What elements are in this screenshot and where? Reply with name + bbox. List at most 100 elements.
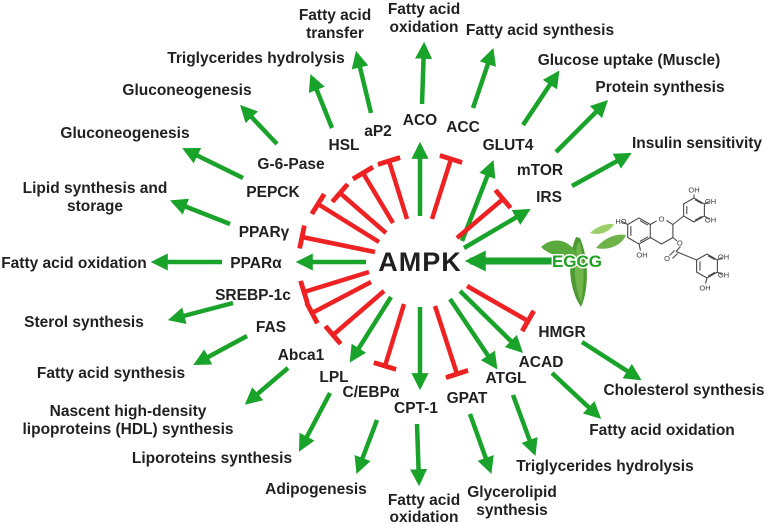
effect-fa-synthesis-top: Fatty acid synthesis [466,22,614,39]
leaf-upper-left [541,240,578,257]
egcg-label: EGCG [552,252,602,271]
effect-tg-hydrolysis-top: Triglycerides hydrolysis [167,50,344,67]
molecule-label-oh-right1: OH [705,197,716,206]
effect-tg-hydrolysis-bottom: Triglycerides hydrolysis [516,458,693,475]
edge-pepck-effect [182,147,244,181]
ampk-spokes [295,141,558,391]
molecule-label-ho: HO [615,217,626,226]
molecule-label-o-ester: O [677,239,683,248]
edge-abca1-effect [244,366,290,405]
protein-cpt1: CPT-1 [394,400,438,417]
leaf-center-highlight [574,242,584,302]
protein-cebpa: C/EBPα [343,384,400,401]
effect-gluconeogenesis-2: Gluconeogenesis [60,125,189,142]
protein-pepck: PEPCK [246,184,300,201]
edge-ampk-pparg-inhibit [302,237,376,255]
edge-hsl-effect [308,74,335,129]
effect-arrows [150,41,642,487]
edge-lpl-effect [299,391,332,452]
effect-fa-oxidation-right: Fatty acid oxidation [589,422,735,439]
effect-protein-synthesis: Protein synthesis [595,79,724,96]
edge-ampk-ap2-inhibit [389,161,410,220]
molecule-label-oh-gallate2: OH [718,271,729,280]
edge-ampk-atgl-activate [448,297,498,370]
protein-ppara: PPARα [230,255,282,272]
edge-aco-effect [415,41,433,105]
edge-glut4-effect [521,70,560,127]
protein-aco: ACO [403,112,437,129]
edge-acc-effect [470,47,496,109]
edge-ampk-srebp1c-inhibit [304,269,370,292]
edge-mtor-effect [554,99,609,154]
effect-cholesterol-synthesis: Cholesterol synthesis [603,382,764,399]
molecule-label-o-pyran: O [659,215,665,224]
edge-ampk-acc-inhibit [429,159,451,220]
protein-abca1: Abca1 [278,347,325,364]
protein-acad: ACAD [519,354,564,371]
protein-acc: ACC [446,119,480,136]
protein-lpl: LPL [319,369,348,386]
leaf-upper-right [590,223,614,234]
edge-srebp1c-effect [167,300,234,325]
edge-ampk-mtor-inhibit [455,199,503,240]
edge-gpat-effect [467,413,494,475]
edge-ampk-abca1-inhibit [333,289,386,335]
edge-fas-effect [193,334,249,366]
edge-ampk-pepck-inhibit [318,204,381,244]
effect-liporoteins-synthesis: Liporoteins synthesis [132,450,292,467]
protein-gpat: GPAT [447,390,488,407]
protein-fas: FAS [256,319,286,336]
edge-cpt1-effect [410,423,428,487]
protein-ap2: aP2 [364,123,392,140]
effect-glucose-uptake: Glucose uptake (Muscle) [538,52,721,69]
protein-hmgr: HMGR [538,324,585,341]
edge-ap2-effect [351,50,374,114]
edge-ampk-g6pase-inhibit [340,193,388,235]
effect-fa-oxidation-left: Fatty acid oxidation [1,255,147,272]
molecule-label-oh-top: OH [688,186,699,195]
protein-labels: AMPK EGCG HSL aP2 ACO ACC GLUT4 mTOR IRS… [215,112,603,417]
protein-mtor: mTOR [517,162,563,179]
protein-pparg: PPARγ [239,224,290,241]
effect-insulin-sensitivity: Insulin sensitivity [632,135,762,152]
protein-glut4: GLUT4 [483,137,534,154]
tea-leaf-illustration [541,223,626,307]
edge-acad-effect [550,371,602,419]
edge-g6pase-effect [240,104,279,146]
edge-ampk-acad-activate [458,289,524,353]
edge-ampk-irs-activate [462,208,531,250]
protein-srebp1c: SREBP-1c [215,287,291,304]
edge-irs-effect [570,152,632,188]
protein-g6pase: G-6-Pase [257,156,325,173]
protein-hsl: HSL [329,137,360,154]
effect-fa-synthesis-left: Fatty acid synthesis [37,365,185,382]
edge-hmgr-effect [580,340,642,381]
edge-cebpa-effect [354,419,380,474]
molecule-label-oh-right2: OH [705,216,716,225]
edge-atgl-effect [510,394,538,457]
molecule-label-o-carbonyl: O [664,254,670,263]
edge-pparg-effect [170,198,231,227]
egcg-molecule: HO O OH OH OH OH O O OH OH OH [615,186,729,293]
ampk-label: AMPK [378,247,462,277]
effect-gluconeogenesis-1: Gluconeogenesis [122,82,251,99]
edge-ampk-lpl-activate [349,295,393,363]
edge-ampk-hsl-inhibit [363,173,395,225]
edge-ampk-cebpa-inhibit [385,303,407,366]
effect-sterol-synthesis: Sterol synthesis [24,314,144,331]
effect-adipogenesis: Adipogenesis [265,481,367,498]
edge-ampk-gpat-inhibit [432,305,457,374]
molecule-label-oh-gallate3: OH [699,284,710,293]
edge-ampk-hmgr-inhibit [465,284,528,321]
edge-ampk-fas-inhibit [312,280,373,313]
leaf-right [596,234,626,249]
